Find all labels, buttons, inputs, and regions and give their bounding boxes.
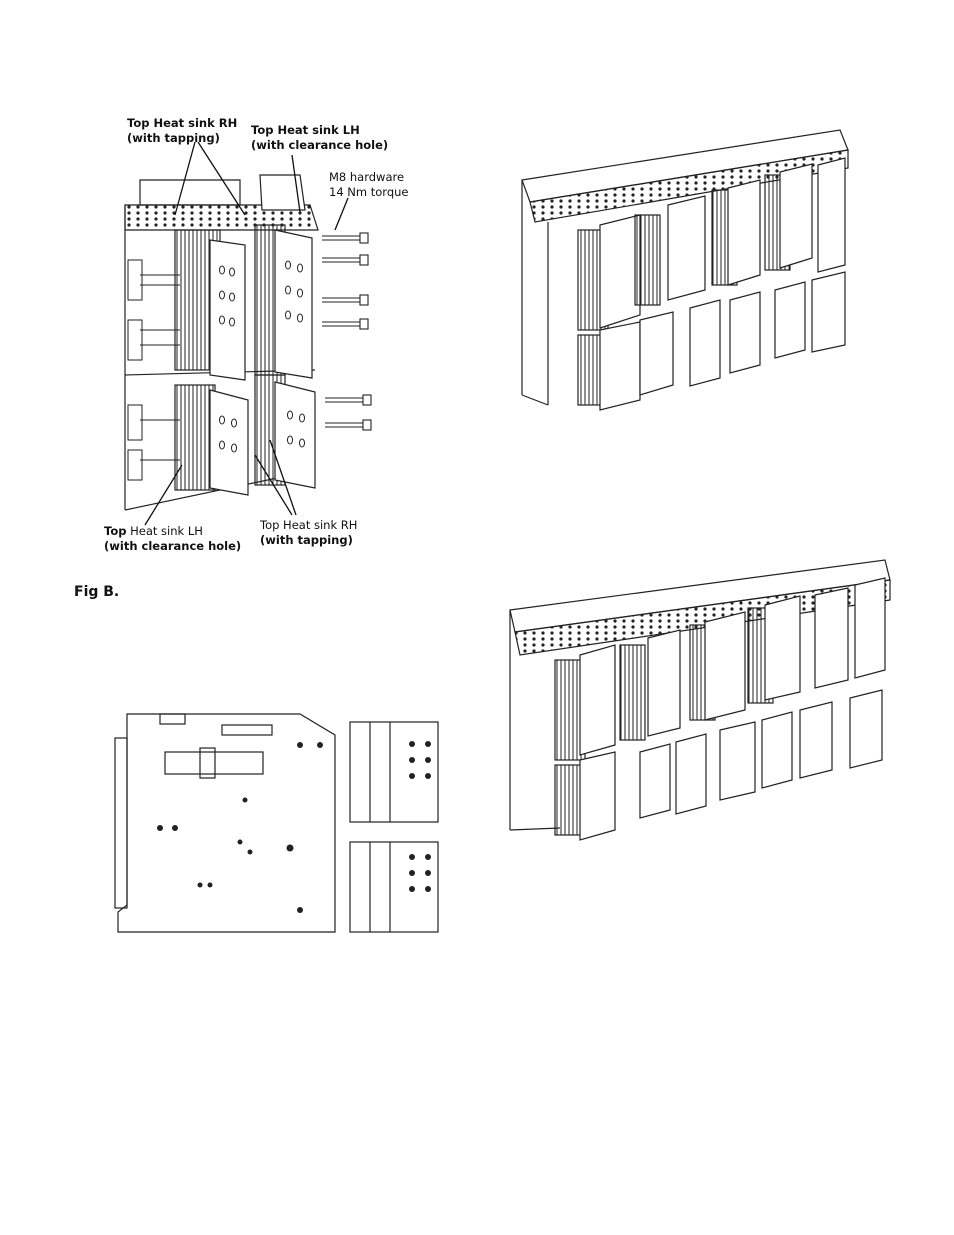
callout-top-lh-line2: (with clearance hole) [251,138,389,152]
callout-bottom-lh-bold: Top [104,524,127,538]
callout-bottom-lh-line2: (with clearance hole) [104,539,242,553]
callout-top-rh-line1: Top Heat sink RH [127,116,238,130]
callout-bottom-rh-line1: Top Heat sink RH [260,518,358,532]
callout-bottom-heatsink-lh: Top Heat sink LH (with clearance hole) [104,524,241,554]
callout-hardware-line1: M8 hardware [329,170,405,184]
figure-b-caption: Fig B. [74,584,120,600]
callout-top-lh-line1: Top Heat sink LH [251,123,360,137]
side-view-drawing [114,713,439,933]
callout-top-heatsink-rh: Top Heat sink RH (with tapping) [127,116,237,146]
callout-bottom-rh-line2: (with tapping) [260,533,353,547]
callout-bottom-heatsink-rh: Top Heat sink RH (with tapping) [260,518,357,548]
isometric-assembly-drawing-2 [509,559,891,841]
callout-m8-hardware: M8 hardware 14 Nm torque [329,170,408,200]
callout-bottom-lh-rest: Heat sink LH [126,524,203,538]
heatsink-assembly-callout-drawing [124,141,372,526]
callout-top-rh-line2: (with tapping) [127,131,220,145]
callout-top-heatsink-lh: Top Heat sink LH (with clearance hole) [251,123,388,153]
callout-hardware-line2: 14 Nm torque [329,185,409,199]
isometric-assembly-drawing-1 [521,129,849,411]
